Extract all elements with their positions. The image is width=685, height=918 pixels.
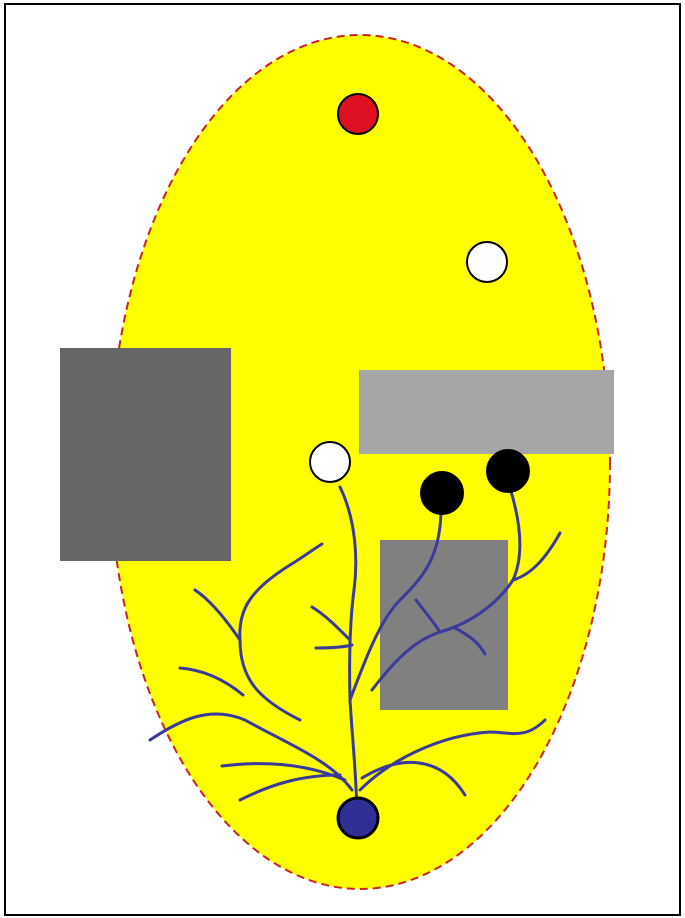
black-circle-small <box>421 472 463 514</box>
black-circle-large <box>487 450 529 492</box>
light-gray-rectangle <box>359 370 614 454</box>
mid-gray-square <box>380 540 508 710</box>
red-circle <box>338 94 378 134</box>
white-circle-top <box>467 242 507 282</box>
white-circle-middle <box>310 442 350 482</box>
blue-root-circle <box>338 798 378 838</box>
dark-gray-rectangle <box>60 348 231 561</box>
